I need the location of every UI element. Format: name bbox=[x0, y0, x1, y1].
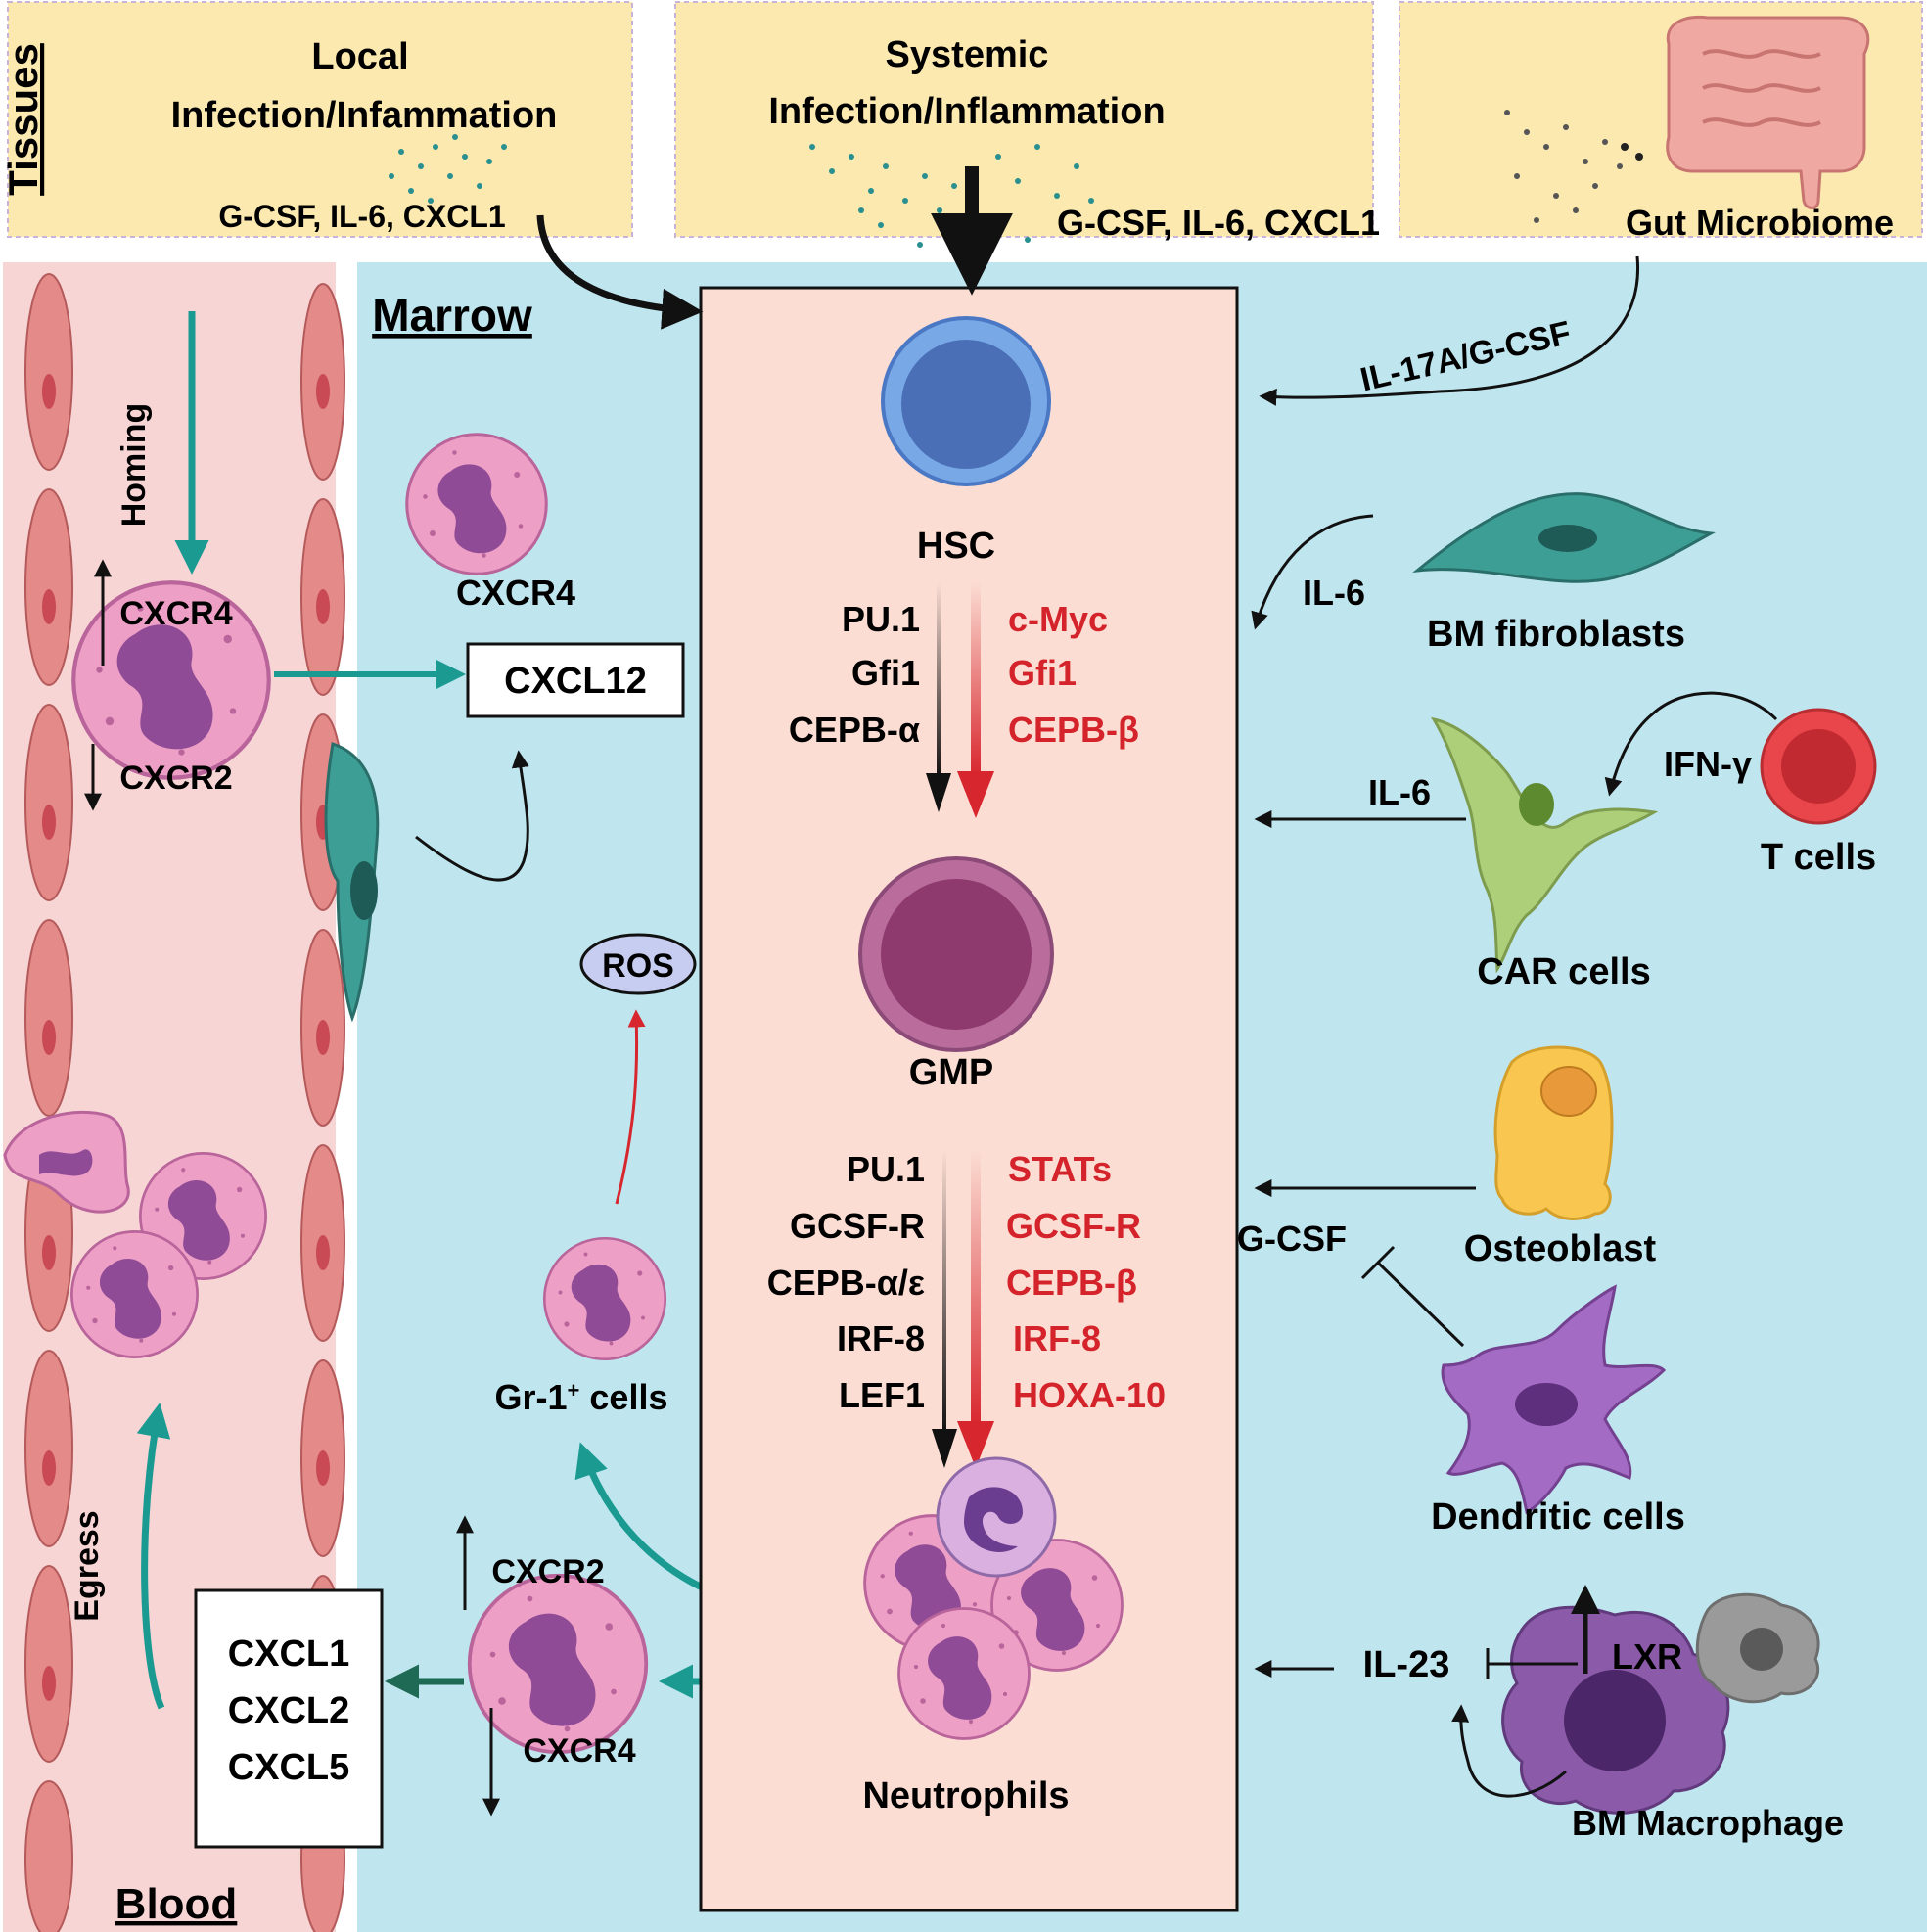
neut-red-factor-3: CEPB-β bbox=[1006, 1263, 1137, 1303]
osteoblast-nucleus bbox=[1540, 1066, 1597, 1117]
il23-label: IL-23 bbox=[1363, 1644, 1450, 1685]
egressing-neutrophil bbox=[467, 1573, 649, 1755]
local-to-marrow-arrow bbox=[536, 214, 704, 330]
hsc-black-factor-3: CEPB-α bbox=[789, 710, 920, 750]
dendritic-inhibit-bar bbox=[1360, 1245, 1396, 1280]
blood-vessel-endothelium-left bbox=[24, 273, 73, 1932]
hsc-black-factor-2: Gfi1 bbox=[851, 653, 920, 693]
chemokine-cxcl2: CXCL2 bbox=[228, 1690, 350, 1731]
gcsf-label: G-CSF bbox=[1237, 1219, 1347, 1259]
bm-macrophage-label: BM Macrophage bbox=[1572, 1803, 1844, 1843]
gut-to-marrow-arrow bbox=[1259, 255, 1640, 406]
il6-car-label: IL-6 bbox=[1368, 772, 1431, 812]
hsc-red-factor-1: c-Myc bbox=[1008, 599, 1108, 639]
gmp-label: GMP bbox=[909, 1052, 994, 1093]
hsc-gmp-red-head bbox=[957, 771, 994, 818]
local-infection-box bbox=[7, 1, 633, 238]
neut-red-factor-2: GCSF-R bbox=[1006, 1206, 1141, 1246]
gr1-cell bbox=[542, 1236, 667, 1361]
gmp-neut-red-head bbox=[957, 1421, 994, 1468]
gmp-neut-red-arrow bbox=[971, 1150, 981, 1427]
stromal-to-cxcl12-arrow bbox=[415, 750, 529, 882]
blood-neutrophil-3 bbox=[70, 1230, 199, 1358]
neut-cxcr4-label: CXCR4 bbox=[523, 1732, 635, 1770]
local-title-line2: Infection/Infammation bbox=[171, 95, 558, 136]
tissues-label: Tissues bbox=[0, 43, 46, 196]
blood-cxcr4-label: CXCR4 bbox=[119, 595, 232, 632]
local-title-line1: Local bbox=[311, 36, 408, 77]
stromal-cell-nucleus bbox=[350, 861, 378, 920]
bm-fibroblasts-label: BM fibroblasts bbox=[1427, 614, 1685, 655]
neut-black-factor-2: GCSF-R bbox=[790, 1206, 925, 1246]
dendritic-cell-nucleus bbox=[1515, 1383, 1578, 1426]
hsc-black-factor-1: PU.1 bbox=[842, 599, 920, 639]
fibroblast-to-marrow-arrow bbox=[1251, 514, 1374, 630]
systemic-cytokines: G-CSF, IL-6, CXCL1 bbox=[1057, 203, 1380, 243]
hsc-gmp-black-head bbox=[926, 773, 951, 812]
lxr-label: LXR bbox=[1612, 1636, 1682, 1677]
gr1-label: Gr-1+ cells bbox=[495, 1377, 668, 1417]
chemokine-cxcl5: CXCL5 bbox=[228, 1747, 350, 1788]
tcell-to-car-arrow bbox=[1604, 691, 1778, 797]
ros-label: ROS bbox=[602, 947, 674, 985]
neut-black-factor-4: IRF-8 bbox=[837, 1318, 925, 1358]
neut-black-factor-1: PU.1 bbox=[847, 1149, 925, 1189]
neut-red-factor-1: STATs bbox=[1008, 1149, 1112, 1189]
deformed-neutrophil-nucleus bbox=[39, 1149, 93, 1176]
blood-cxcr2-label: CXCR2 bbox=[119, 759, 232, 797]
intestine-icon bbox=[1666, 15, 1870, 209]
gmp-neut-black-head bbox=[932, 1429, 957, 1468]
hsc-nucleus bbox=[901, 340, 1031, 469]
marrow-cxcr4-label: CXCR4 bbox=[456, 573, 575, 613]
apoptotic-cell-nucleus bbox=[1740, 1628, 1783, 1671]
hsc-label: HSC bbox=[917, 526, 995, 567]
hsc-red-factor-3: CEPB-β bbox=[1008, 710, 1139, 750]
hsc-gmp-black-arrow bbox=[937, 582, 941, 778]
egress-label: Egress bbox=[69, 1510, 106, 1621]
bm-macrophage-nucleus bbox=[1564, 1670, 1666, 1771]
t-cells-label: T cells bbox=[1761, 837, 1876, 878]
dendritic-cells-label: Dendritic cells bbox=[1431, 1496, 1685, 1538]
bm-fibroblast-nucleus bbox=[1538, 525, 1597, 552]
systemic-title-line1: Systemic bbox=[886, 34, 1049, 75]
car-cell-nucleus bbox=[1519, 783, 1554, 826]
gut-microbiome-label: Gut Microbiome bbox=[1626, 203, 1894, 243]
local-cytokines: G-CSF, IL-6, CXCL1 bbox=[218, 199, 505, 234]
dendritic-inhibits-gcsf bbox=[1376, 1261, 1465, 1348]
macrophage-to-il23-arrow bbox=[1451, 1704, 1567, 1798]
hsc-gmp-red-arrow bbox=[971, 582, 981, 776]
neut-red-factor-4: IRF-8 bbox=[1013, 1318, 1101, 1358]
gr1-to-ros-arrow bbox=[615, 1009, 646, 1205]
cxcl12-label: CXCL12 bbox=[504, 661, 647, 702]
neut-red-factor-5: HOXA-10 bbox=[1013, 1375, 1166, 1415]
marrow-neutrophil-cxcr4 bbox=[405, 433, 548, 575]
systemic-title-line2: Infection/Inflammation bbox=[768, 91, 1165, 132]
chemokine-cxcl1: CXCL1 bbox=[228, 1633, 350, 1675]
systemic-infection-box bbox=[674, 1, 1374, 238]
chemokine-box bbox=[194, 1588, 384, 1849]
microbiome-particles bbox=[1504, 110, 1643, 223]
egress-arrow bbox=[136, 1403, 171, 1710]
marrow-label: Marrow bbox=[372, 290, 532, 341]
gmp-neut-black-arrow bbox=[942, 1150, 946, 1434]
ifn-gamma-label: IFN-γ bbox=[1664, 744, 1752, 784]
endothelium-nuclei bbox=[42, 374, 330, 1701]
osteoblast-label: Osteoblast bbox=[1464, 1228, 1657, 1269]
car-cells-label: CAR cells bbox=[1477, 951, 1650, 992]
cxcl12-box bbox=[466, 642, 685, 718]
neut-black-factor-5: LEF1 bbox=[839, 1375, 925, 1415]
ros-bubble bbox=[579, 933, 697, 995]
local-cytokine-particles bbox=[389, 134, 507, 204]
neutrophil-cluster bbox=[863, 1456, 1124, 1740]
neut-black-factor-3: CEPB-α/ε bbox=[767, 1263, 925, 1303]
homing-label: Homing bbox=[115, 403, 153, 528]
neut-cxcr2-label: CXCR2 bbox=[491, 1553, 604, 1590]
blood-label: Blood bbox=[115, 1880, 238, 1928]
neutrophils-label: Neutrophils bbox=[862, 1775, 1069, 1817]
t-cell-nucleus bbox=[1781, 729, 1856, 804]
hsc-red-factor-2: Gfi1 bbox=[1008, 653, 1077, 693]
gmp-nucleus bbox=[881, 879, 1032, 1030]
il6-fibroblast-label: IL-6 bbox=[1303, 573, 1365, 613]
